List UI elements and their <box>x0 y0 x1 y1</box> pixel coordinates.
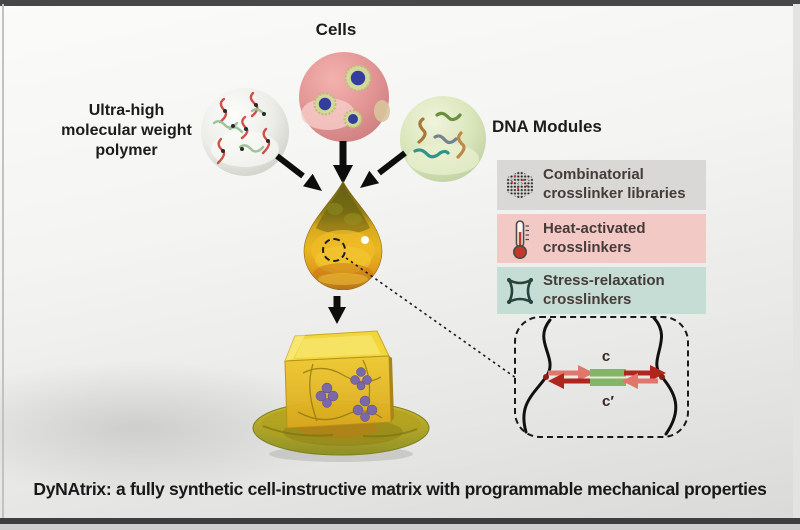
magnify-circle <box>322 238 346 262</box>
frame-top-bar <box>0 0 800 6</box>
dna-modules-sphere <box>400 96 486 182</box>
gel-cube-body <box>284 330 394 429</box>
arrow-cells-to-drop <box>333 141 353 184</box>
legend-row-heat: Heat-activated crosslinkers <box>497 214 706 263</box>
arrow-dna-to-drop <box>360 150 407 188</box>
legend-label: Combinatorial crosslinker libraries <box>543 166 686 202</box>
polymer-junction-dots <box>221 103 270 153</box>
stress-star-icon <box>497 274 543 308</box>
connector-line <box>345 257 517 379</box>
arrow-polymer-to-drop <box>275 153 322 191</box>
anchor-dot-left <box>543 374 549 380</box>
legend-row-stress: Stress-relaxation crosslinkers <box>497 267 706 314</box>
frame-bottom-bar <box>0 518 800 524</box>
cells-label: Cells <box>315 20 357 39</box>
cells-sphere <box>299 52 390 142</box>
dna-crosslinker-detail: c c′ <box>522 316 678 436</box>
floor-shadow <box>0 260 500 500</box>
strand-label-c-prime: c′ <box>602 393 614 410</box>
legend-label: Stress-relaxation crosslinkers <box>543 271 665 308</box>
thermometer-icon <box>497 218 543 260</box>
strand-label-c: c <box>602 348 610 365</box>
polymer-sphere <box>201 88 289 176</box>
legend-row-combinatorial: Combinatorial crosslinker libraries <box>497 160 706 210</box>
inset-box: c c′ <box>514 316 689 438</box>
frame-left-edge <box>2 4 4 520</box>
hydrogel-cube <box>252 330 430 462</box>
cell-bodies <box>313 64 372 129</box>
dna-modules-label: DNA Modules <box>492 117 602 136</box>
cell-clusters <box>315 367 378 422</box>
dotted-cube-icon <box>497 168 543 202</box>
polymer-label: Ultra-high molecular weight polymer <box>61 102 192 159</box>
legend-label: Heat-activated crosslinkers <box>543 219 646 256</box>
arrow-drop-to-gel <box>328 296 346 324</box>
dna-strand-c-prime <box>548 373 658 389</box>
figure-caption: DyNAtrix: a fully synthetic cell-instruc… <box>33 479 767 499</box>
crosslinker-legend: Combinatorial crosslinker libraries Heat… <box>497 160 706 318</box>
anchor-dot-right <box>659 374 665 380</box>
frame-right-edge <box>793 4 800 520</box>
frame-bottom-strip <box>0 524 800 530</box>
dna-strands <box>413 111 466 159</box>
dna-strand-c <box>548 365 666 381</box>
